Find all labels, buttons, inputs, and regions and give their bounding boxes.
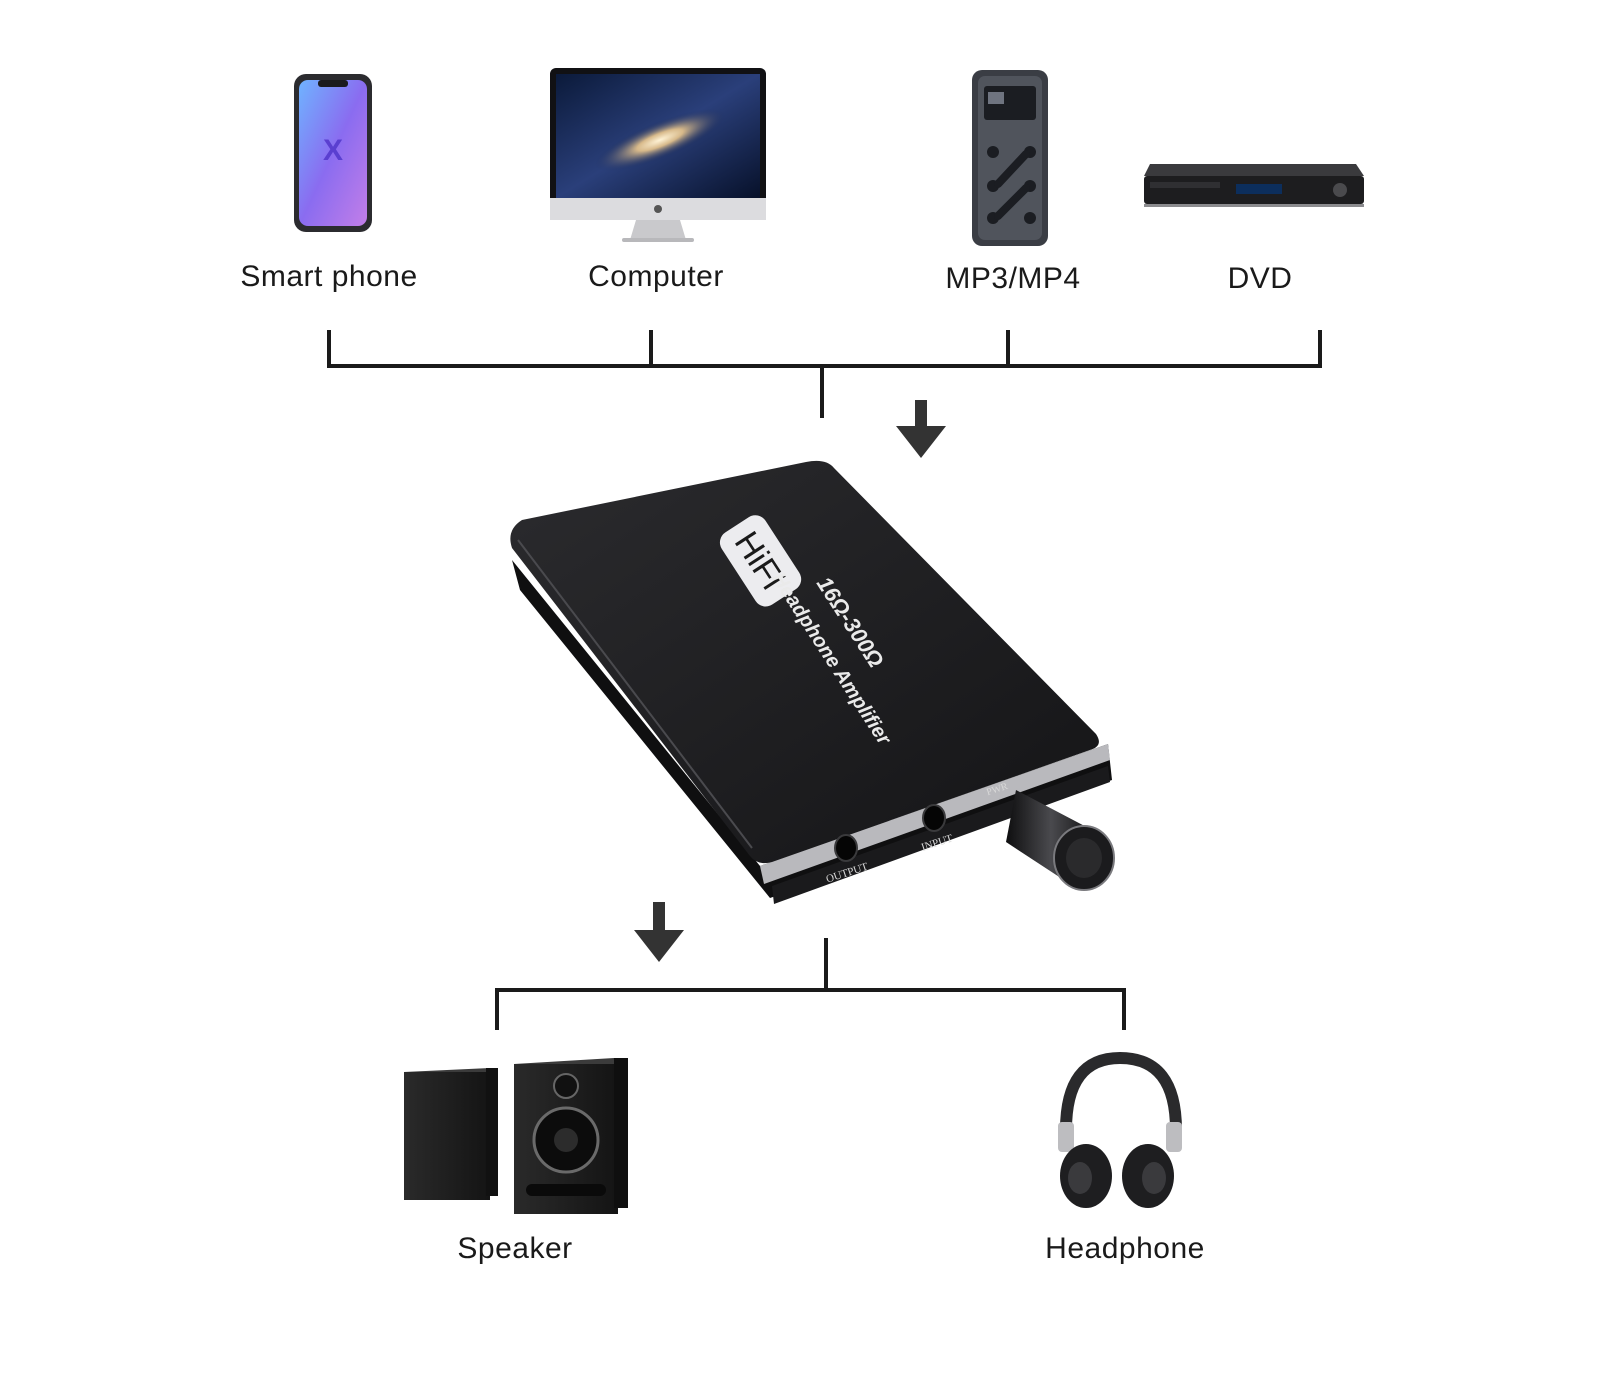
smartphone-icon: X: [294, 74, 372, 232]
source-label-dvd: DVD: [1227, 262, 1293, 295]
dvd-player-icon: [1144, 164, 1364, 207]
output-connector-lines: [495, 938, 1126, 1030]
source-label-smart-phone: Smart phone: [240, 260, 418, 293]
speaker-icon: [404, 1058, 628, 1214]
source-label-computer: Computer: [588, 260, 724, 293]
computer-monitor-icon: [550, 68, 766, 242]
input-connector-lines: [327, 330, 1322, 418]
source-label-mp3-mp4: MP3/MP4: [945, 262, 1081, 295]
mp3-player-icon: [972, 70, 1048, 246]
headphone-amplifier-device: [510, 460, 1115, 904]
arrow-down-icon: [896, 400, 946, 458]
svg-text:X: X: [323, 134, 343, 167]
volume-knob: [1006, 790, 1115, 891]
arrow-down-icon: [634, 902, 684, 962]
output-label-speaker: Speaker: [457, 1232, 573, 1265]
output-label-headphone: Headphone: [1045, 1232, 1205, 1265]
headphone-icon: [1058, 1051, 1182, 1208]
